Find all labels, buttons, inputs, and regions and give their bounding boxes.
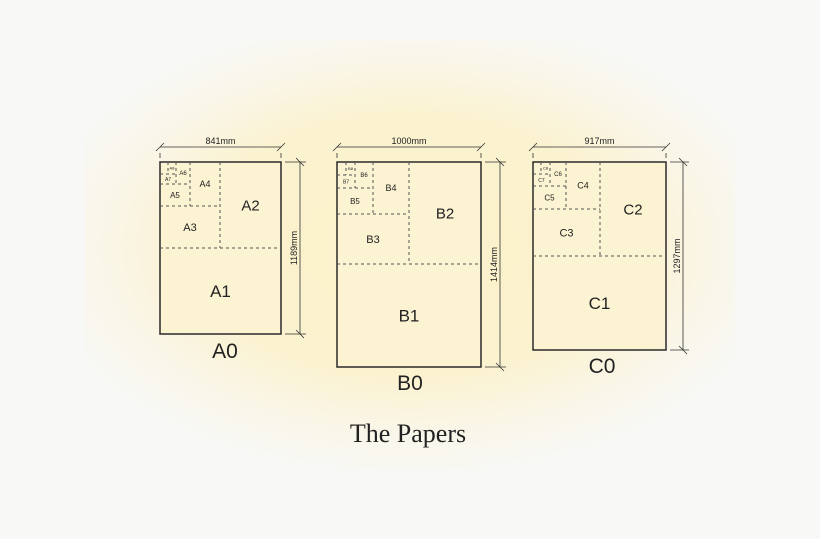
tick-mark [661,142,671,152]
label-c2: C2 [623,201,642,218]
label-b7: B7 [343,179,349,185]
tick-mark [276,142,286,152]
sheet-label-a0: A0 [212,340,238,363]
tick-mark [495,362,505,372]
label-b5: B5 [350,197,360,206]
tick-mark [528,142,538,152]
label-c4: C4 [577,181,589,191]
label-b4: B4 [385,183,396,193]
label-c7: C7 [538,178,545,184]
label-a4: A4 [199,179,210,189]
label-c1: C1 [589,294,611,313]
label-c5: C5 [544,193,555,202]
tick-mark [295,329,305,339]
height-label: 1189mm [289,231,299,265]
width-label: 1000mm [391,136,426,146]
label-a1: A1 [210,282,231,301]
tick-mark [295,157,305,167]
label-a7: A7 [165,177,171,183]
label-a5: A5 [170,191,180,200]
label-a8: A8 [170,165,176,170]
height-label: 1414mm [489,247,499,282]
label-b6: B6 [360,173,368,179]
tick-mark [476,142,486,152]
label-a2: A2 [241,197,259,214]
label-a3: A3 [183,222,196,234]
label-a6: A6 [179,171,187,177]
label-b2: B2 [436,205,454,222]
label-b3: B3 [366,234,379,246]
tick-mark [678,157,688,167]
height-label: 1297mm [672,238,682,273]
tick-mark [495,157,505,167]
diagram-title: The Papers [350,419,466,448]
tick-mark [678,345,688,355]
sheet-label-b0: B0 [397,372,423,395]
tick-mark [155,142,165,152]
width-label: 841mm [205,136,235,146]
label-c3: C3 [559,227,573,239]
width-label: 917mm [584,136,614,146]
tick-mark [332,142,342,152]
label-c8: C8 [543,165,549,170]
sheet-label-c0: C0 [589,355,616,378]
label-c6: C6 [554,172,562,178]
label-b1: B1 [399,306,420,325]
label-b8: B8 [348,166,354,171]
